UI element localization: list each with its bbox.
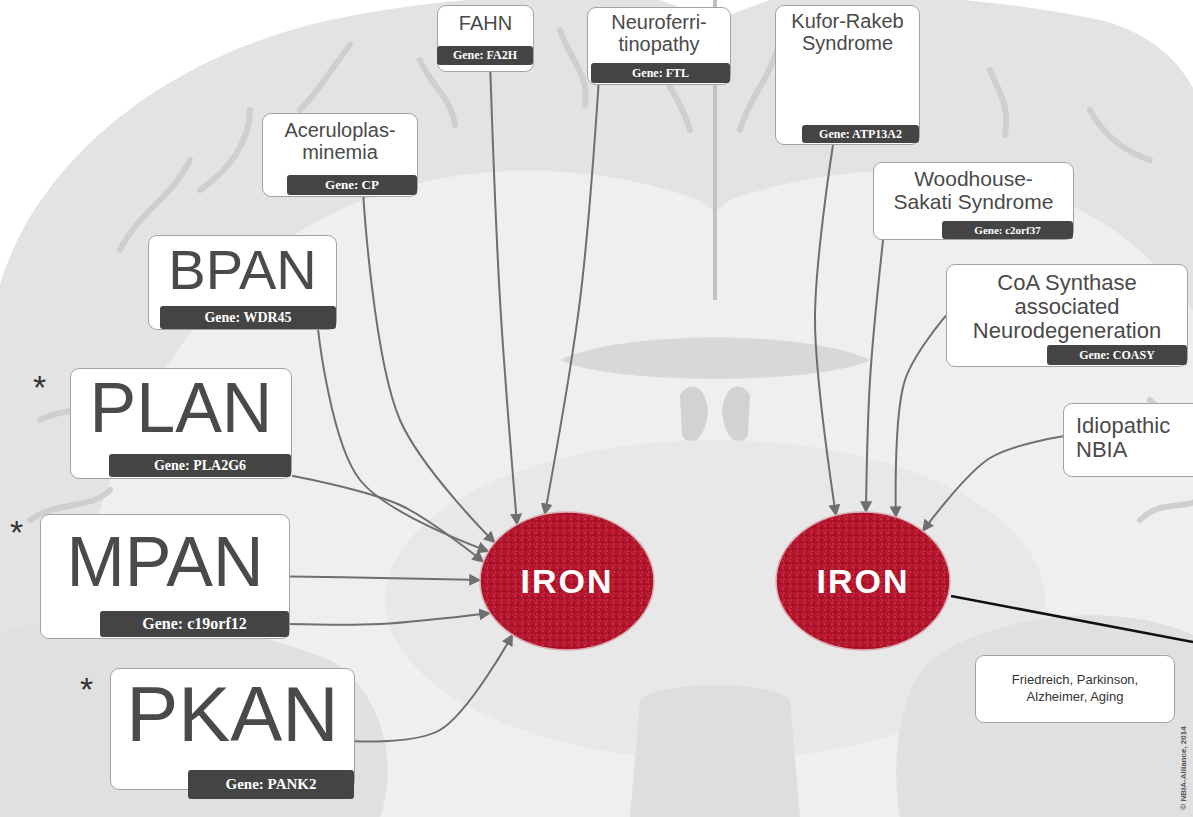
arrow-connector bbox=[355, 635, 512, 742]
asterisk-mark: * bbox=[33, 370, 46, 404]
sulcus bbox=[200, 110, 250, 190]
gene-label: Gene: CP bbox=[287, 175, 417, 195]
arrow-connector bbox=[923, 436, 1063, 531]
gene-tag: Gene: ATP13A2 bbox=[802, 125, 919, 143]
gene-label: Gene: c2orf37 bbox=[942, 221, 1073, 239]
arrow-connector bbox=[292, 476, 483, 562]
white-matter bbox=[60, 171, 1193, 817]
gene-label: Gene: WDR45 bbox=[160, 306, 336, 329]
gene-tag: Gene: FTL bbox=[591, 63, 730, 83]
arrow-connector bbox=[545, 85, 599, 514]
asterisk-mark: * bbox=[10, 515, 23, 549]
copyright-note: © NBIA-Alliance, 2014 bbox=[1180, 726, 1188, 809]
iron-label: IRON bbox=[521, 564, 614, 598]
ventricle bbox=[722, 387, 750, 442]
disease-name: FAHN bbox=[441, 13, 531, 35]
disease-name: PLAN bbox=[74, 373, 289, 443]
disease-name: BPAN bbox=[150, 242, 335, 298]
sulcus bbox=[1140, 500, 1193, 520]
disease-box: Friedreich, Parkinson, Alzheimer, Aging bbox=[975, 655, 1175, 723]
arrow-connector bbox=[866, 240, 883, 512]
leader-line bbox=[951, 596, 1193, 642]
iron-ellipse-outline bbox=[776, 512, 950, 650]
brainstem bbox=[630, 685, 800, 817]
gene-label: Gene: c19orf12 bbox=[100, 611, 289, 637]
disease-box: FAHN Gene: FA2H bbox=[437, 5, 534, 72]
arrow-connector bbox=[896, 316, 946, 518]
disorder-box: MPAN Gene: c19orf12 bbox=[40, 514, 290, 639]
gene-tag: Gene: CP bbox=[287, 175, 417, 195]
sulcus bbox=[990, 70, 1006, 135]
ventricle bbox=[680, 387, 708, 442]
gene-label: Gene: PLA2G6 bbox=[109, 454, 291, 477]
temporal-lobe bbox=[0, 615, 388, 817]
gene-label: Gene: FTL bbox=[591, 63, 730, 83]
disease-box: Neuroferri- tinopathyGene: FTL bbox=[587, 7, 731, 85]
disease-box: Aceruloplas- minemiaGene: CP bbox=[262, 113, 418, 197]
sulcus bbox=[740, 40, 780, 130]
gene-label: Gene: PANK2 bbox=[188, 770, 354, 799]
disease-name: Friedreich, Parkinson, Alzheimer, Aging bbox=[987, 672, 1163, 706]
arrow-connector bbox=[289, 613, 490, 625]
disease-box: Idiopathic NBIA bbox=[1063, 403, 1193, 477]
iron-label: IRON bbox=[817, 564, 910, 598]
iron-ellipse: IRON bbox=[775, 511, 951, 651]
arrow-connector bbox=[318, 330, 488, 551]
arrow-connector bbox=[815, 145, 836, 515]
disease-name: Woodhouse- Sakati Syndrome bbox=[889, 168, 1059, 213]
disorder-box: BPAN Gene: WDR45 bbox=[148, 235, 337, 330]
gene-tag: Gene: PLA2G6 bbox=[109, 454, 291, 477]
sulcus bbox=[1090, 110, 1150, 160]
gene-tag: Gene: c19orf12 bbox=[100, 611, 289, 637]
asterisk-mark: * bbox=[80, 672, 93, 706]
arrow-connector bbox=[363, 197, 494, 543]
gene-tag: Gene: FA2H bbox=[437, 46, 533, 65]
gene-label: Gene: ATP13A2 bbox=[802, 125, 919, 143]
temporal-lobe bbox=[896, 615, 1193, 817]
arrow-connector bbox=[290, 577, 480, 581]
disease-name: Idiopathic NBIA bbox=[1076, 414, 1188, 462]
disorder-box: PKANGene: PANK2 bbox=[110, 668, 355, 790]
iron-ellipse-outline bbox=[480, 512, 654, 650]
gene-label: Gene: COASY bbox=[1047, 345, 1187, 365]
disease-name: MPAN bbox=[43, 527, 288, 597]
disease-box: Kufor-Rakeb SyndromeGene: ATP13A2 bbox=[775, 5, 920, 145]
gene-tag: Gene: WDR45 bbox=[160, 306, 336, 329]
disease-box: Woodhouse- Sakati SyndromeGene: c2orf37 bbox=[873, 162, 1074, 240]
disease-name: Kufor-Rakeb Syndrome bbox=[779, 11, 917, 54]
iron-ellipse: IRON bbox=[479, 511, 655, 651]
arrow-connector bbox=[490, 72, 517, 525]
disease-name: CoA Synthase associated Neurodegeneratio… bbox=[955, 271, 1180, 342]
sulcus bbox=[560, 30, 586, 105]
gene-tag: Gene: PANK2 bbox=[188, 770, 354, 799]
disease-name: Neuroferri- tinopathy bbox=[592, 12, 727, 55]
disease-name: PKAN bbox=[113, 675, 353, 753]
disorder-box: PLAN Gene: PLA2G6 bbox=[70, 368, 292, 479]
corpus-callosum bbox=[560, 338, 870, 379]
gene-tag: Gene: c2orf37 bbox=[942, 221, 1073, 239]
gene-label: Gene: FA2H bbox=[437, 46, 533, 65]
sulcus bbox=[300, 45, 350, 110]
disease-box: CoA Synthase associated Neurodegeneratio… bbox=[946, 264, 1188, 367]
gene-tag: Gene: COASY bbox=[1047, 345, 1187, 365]
disease-name: Aceruloplas- minemia bbox=[265, 120, 415, 163]
